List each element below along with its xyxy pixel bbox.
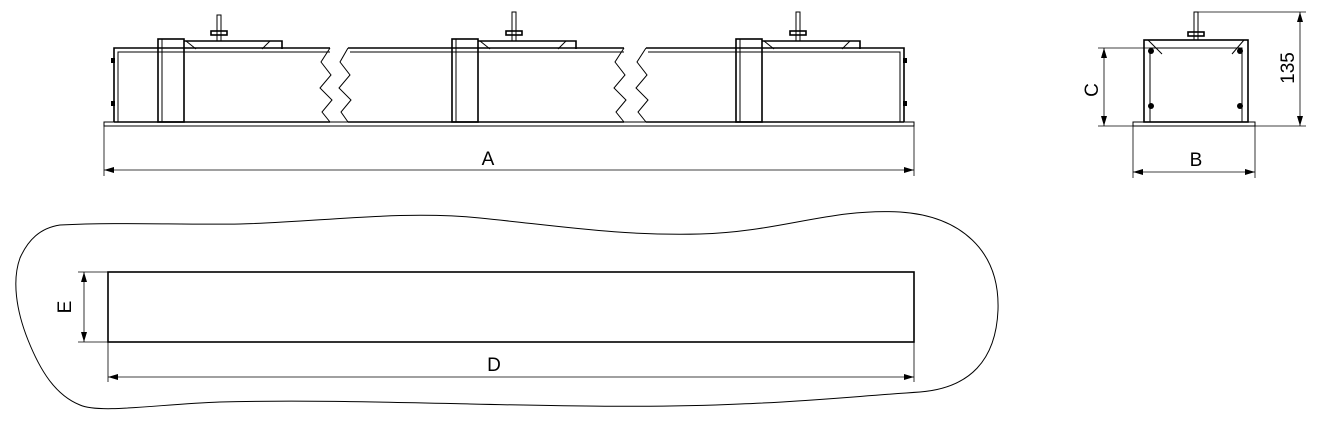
dimension-height: 135 [1198, 11, 1306, 127]
dimension-c-label: C [1082, 83, 1103, 97]
dimension-height-label: 135 [1278, 52, 1299, 84]
side-view: C 135 B [1082, 11, 1306, 178]
front-segment-2 [338, 11, 627, 123]
front-segment-1 [111, 14, 333, 123]
dimension-c: C [1082, 47, 1150, 127]
front-view: A [103, 11, 915, 176]
dimension-b-label: B [1190, 150, 1203, 171]
cutout-rectangle [107, 271, 915, 343]
dimension-a: A [103, 126, 915, 176]
cutout-view: E D [15, 211, 999, 410]
dimension-d-label: D [487, 355, 501, 376]
dimension-b: B [1132, 126, 1256, 178]
dimension-e: E [55, 271, 108, 343]
ceiling-outline [15, 211, 999, 410]
dimension-d: D [107, 342, 915, 382]
dimension-e-label: E [55, 301, 76, 314]
front-segment-3 [635, 11, 907, 123]
dimension-a-label: A [482, 149, 495, 170]
